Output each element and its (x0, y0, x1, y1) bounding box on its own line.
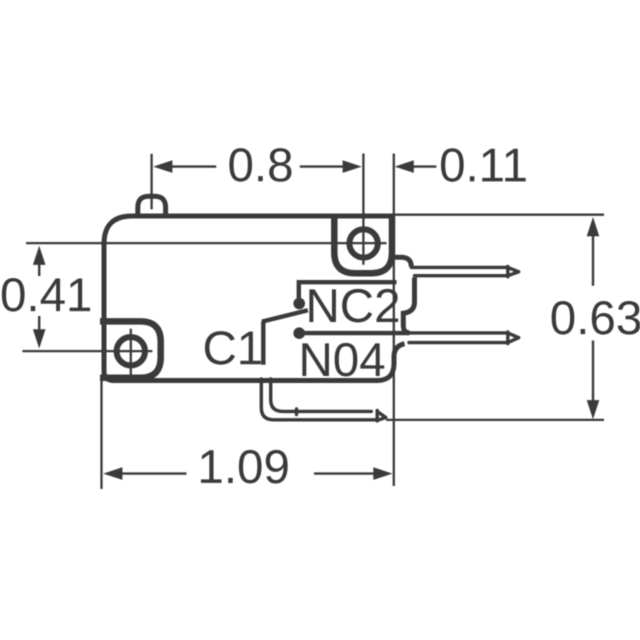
svg-text:1.09: 1.09 (197, 441, 289, 494)
svg-text:N04: N04 (298, 334, 385, 387)
svg-text:0.8: 0.8 (227, 139, 293, 192)
svg-text:NC2: NC2 (305, 280, 400, 333)
svg-text:0.11: 0.11 (439, 139, 528, 192)
svg-text:0.63: 0.63 (550, 292, 640, 345)
svg-text:C1: C1 (202, 322, 263, 375)
svg-text:0.41: 0.41 (0, 269, 92, 322)
